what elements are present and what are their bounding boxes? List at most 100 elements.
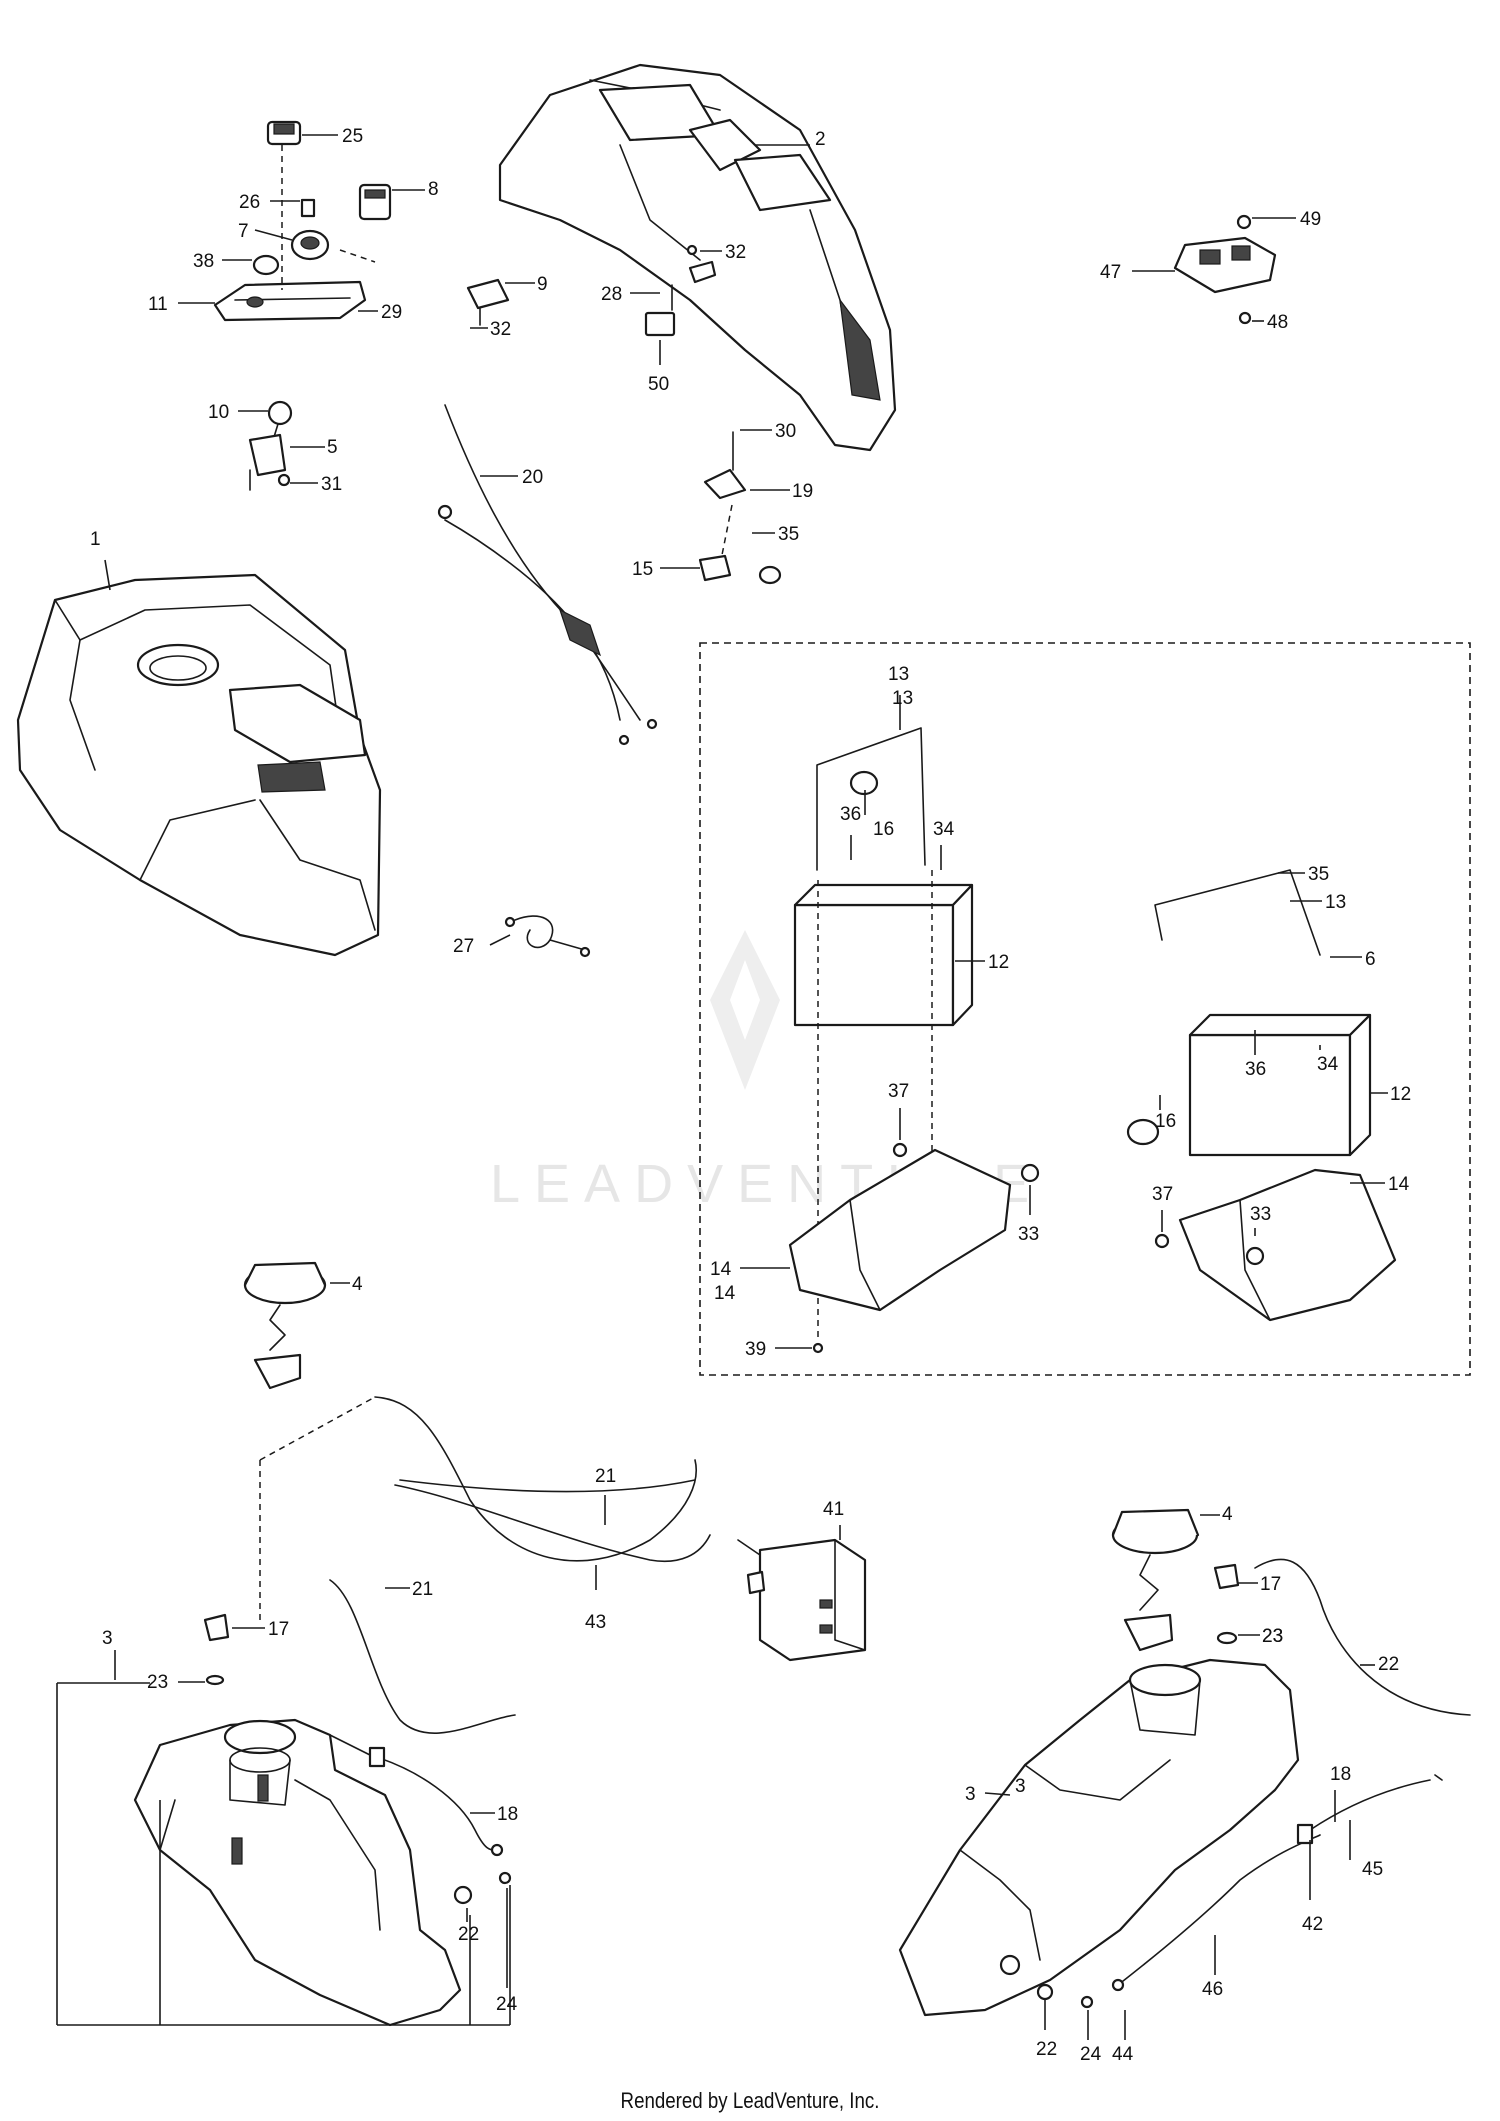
callout-10-0: 10	[208, 402, 229, 423]
rear-shroud-part-2	[498, 63, 897, 452]
callout-3-2: 3	[1015, 1776, 1026, 1797]
callout-17-0: 17	[268, 1619, 289, 1640]
fuel-lines-part-21-43	[259, 1396, 761, 1734]
callout-34-0: 34	[933, 819, 955, 840]
callout-33-0: 33	[1018, 1224, 1039, 1245]
control-panel-cluster	[213, 120, 392, 322]
switch-part-19	[698, 431, 782, 585]
leader-line-27-0	[489, 934, 511, 946]
lever-assembly-part-10-5	[248, 400, 293, 491]
battery-group-right	[1126, 869, 1397, 1322]
callout-34-1: 34	[1317, 1054, 1339, 1075]
callout-37-1: 37	[1152, 1184, 1173, 1205]
callout-28-0: 28	[601, 284, 622, 305]
callout-49-0: 49	[1300, 209, 1321, 230]
callout-32-1: 32	[490, 319, 511, 340]
callout-22-2: 22	[1036, 2039, 1057, 2060]
fuel-tank-right-part-3	[898, 1658, 1300, 2017]
front-shroud-part-1	[16, 573, 382, 957]
callout-41-0: 41	[823, 1499, 844, 1520]
wire-harness-part-20	[437, 404, 658, 746]
callout-24-0: 24	[496, 1994, 518, 2015]
callout-38-0: 38	[193, 251, 214, 272]
callout-12-1: 12	[1390, 1084, 1411, 1105]
callout-5-0: 5	[327, 437, 338, 458]
callout-11-0: 11	[148, 294, 168, 315]
callout-23-2: 23	[1262, 1626, 1283, 1647]
callout-17-1: 17	[1260, 1574, 1281, 1595]
fuel-cap-left-part-4	[243, 1261, 327, 1390]
callout-14-0: 14	[710, 1259, 732, 1280]
callout-36-0: 36	[840, 804, 861, 825]
callout-22-1: 22	[1378, 1654, 1399, 1675]
callout-15-0: 15	[632, 559, 653, 580]
callout-2-0: 2	[815, 129, 826, 150]
callout-33-1: 33	[1250, 1204, 1271, 1225]
callout-45-0: 45	[1362, 1859, 1383, 1880]
leader-line-7-0	[254, 229, 293, 241]
callout-9-0: 9	[537, 274, 548, 295]
callout-12-0: 12	[988, 952, 1009, 973]
callout-3-1: 3	[965, 1784, 976, 1805]
flame-logo-mark	[710, 930, 780, 1090]
callout-1-0: 1	[90, 529, 101, 550]
callout-3-0: 3	[102, 1628, 113, 1649]
callout-29-0: 29	[381, 302, 402, 323]
callout-46-0: 46	[1202, 1979, 1223, 2000]
callout-21-1: 21	[412, 1579, 433, 1600]
callout-36-1: 36	[1245, 1059, 1266, 1080]
fuel-cap-right-part-4	[1111, 1508, 1200, 1652]
callout-16-0: 16	[873, 819, 894, 840]
callout-4-1: 4	[1222, 1504, 1233, 1525]
callout-24-1: 24	[1080, 2044, 1102, 2065]
leader-line-3-1	[984, 1792, 1011, 1796]
callout-7-0: 7	[238, 221, 249, 242]
callout-23-1: 23	[1262, 1626, 1283, 1647]
callout-50-0: 50	[648, 374, 669, 395]
callout-25-0: 25	[342, 126, 363, 147]
callout-35-0: 35	[778, 524, 799, 545]
callout-18-0: 18	[497, 1804, 518, 1825]
callout-14-1: 14	[1388, 1174, 1410, 1195]
callout-19-0: 19	[792, 481, 813, 502]
render-credit-footer: Rendered by LeadVenture, Inc.	[620, 2088, 880, 2113]
callout-20-0: 20	[522, 467, 543, 488]
callout-26-0: 26	[239, 192, 260, 213]
switch-part-9	[466, 278, 510, 326]
battery-group-left	[788, 727, 1040, 1354]
callout-43-0: 43	[585, 1612, 606, 1633]
callout-44-0: 44	[1112, 2044, 1134, 2065]
leader-line-1-0	[104, 559, 111, 591]
fitting-left-part-17-23	[203, 1613, 230, 1686]
callout-16-1: 16	[1155, 1111, 1176, 1132]
callout-4-0: 4	[352, 1274, 363, 1295]
battery-group-frame	[699, 642, 1471, 1376]
callout-32-0: 32	[725, 242, 746, 263]
callout-39-0: 39	[745, 1339, 766, 1360]
callout-14-2: 14	[714, 1283, 736, 1304]
callout-18-1: 18	[1330, 1764, 1351, 1785]
callout-27-0: 27	[453, 936, 474, 957]
part-3-bracket-lines	[56, 1682, 511, 2026]
callout-13-2: 13	[892, 688, 913, 709]
callout-13-1: 13	[1325, 892, 1346, 913]
callout-37-0: 37	[888, 1081, 909, 1102]
callout-22-0: 22	[458, 1924, 479, 1945]
callout-30-0: 30	[775, 421, 796, 442]
callout-35-1: 35	[1308, 864, 1329, 885]
callout-21-0: 21	[595, 1466, 616, 1487]
seat-switch-part-47	[1173, 214, 1277, 325]
wire-coil-part-27	[504, 915, 591, 958]
fuel-line-left-part-18	[329, 1734, 504, 1857]
callout-13-0: 13	[888, 664, 909, 685]
callout-23-0: 23	[147, 1672, 168, 1693]
fuel-tank-left-part-3	[133, 1718, 512, 2027]
callout-8-0: 8	[428, 179, 439, 200]
fuel-filter-part-41	[746, 1538, 867, 1662]
callout-47-0: 47	[1100, 262, 1121, 283]
callout-42-0: 42	[1302, 1914, 1323, 1935]
fuel-lines-right-part-22-18-45-46	[1111, 1558, 1471, 1992]
callout-48-0: 48	[1267, 312, 1288, 333]
